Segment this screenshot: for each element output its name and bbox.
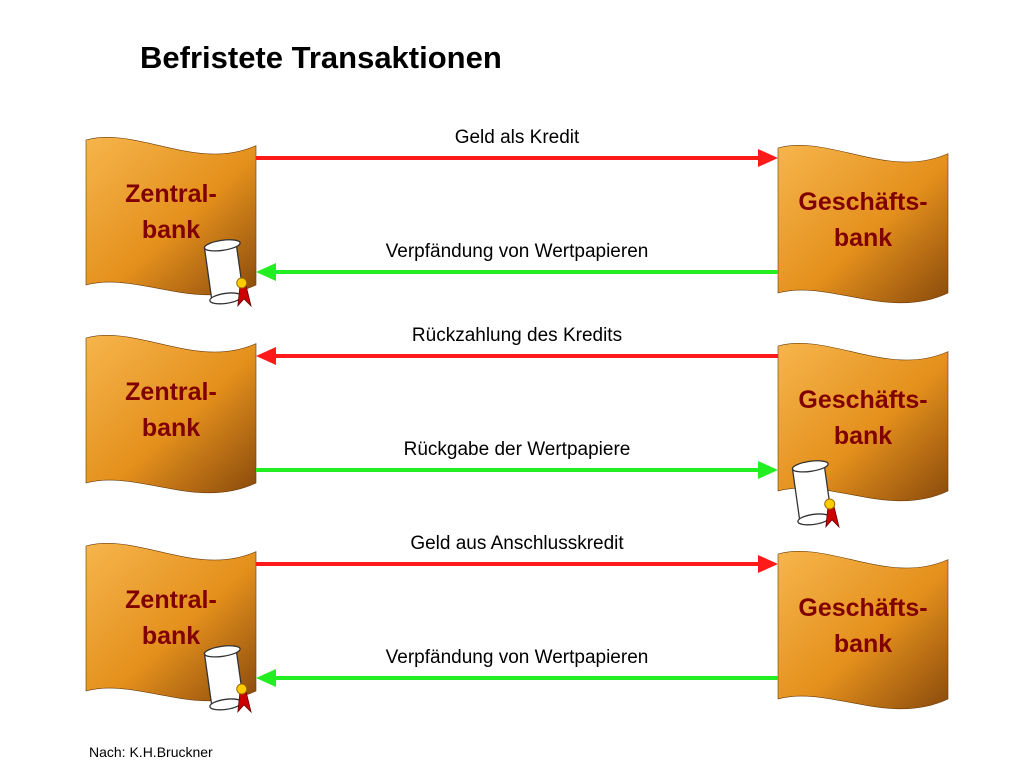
geschaeftsbank-flag-label-line: Geschäfts- (798, 386, 927, 414)
zentralbank-flag-label-line: bank (142, 414, 200, 442)
zentralbank-flag-label-line: Zentral- (125, 586, 217, 614)
money-arrow-label: Rückzahlung des Kredits (412, 325, 622, 346)
money-arrow-head (758, 555, 778, 573)
zentralbank-flag-label-line: Zentral- (125, 180, 217, 208)
securities-arrow-label: Rückgabe der Wertpapiere (404, 439, 631, 460)
securities-scroll-icon (203, 645, 252, 714)
securities-arrow-head (256, 263, 276, 281)
securities-scroll-icon (203, 239, 252, 308)
geschaeftsbank-flag-label-line: Geschäfts- (798, 188, 927, 216)
money-arrow: Geld als Kredit (256, 127, 778, 167)
geschaeftsbank-flag: Geschäfts-bank (777, 550, 949, 710)
geschaeftsbank-flag-shape (777, 144, 949, 304)
geschaeftsbank-flag-label-line: Geschäfts- (798, 594, 927, 622)
money-arrow-label: Geld aus Anschlusskredit (410, 533, 624, 554)
geschaeftsbank-flag-label-line: bank (834, 422, 892, 450)
geschaeftsbank-flag: Geschäfts-bank (777, 144, 949, 304)
securities-scroll-icon (791, 460, 840, 529)
zentralbank-flag-label-line: bank (142, 622, 200, 650)
securities-arrow-label: Verpfändung von Wertpapieren (386, 241, 649, 262)
source-note: Nach: K.H.Bruckner (89, 744, 213, 760)
securities-arrow: Verpfändung von Wertpapieren (256, 241, 778, 281)
securities-arrow-head (758, 461, 778, 479)
money-arrow: Rückzahlung des Kredits (256, 325, 778, 365)
zentralbank-flag-label-line: Zentral- (125, 378, 217, 406)
zentralbank-flag-label-line: bank (142, 216, 200, 244)
zentralbank-flag: Zentral-bank (85, 334, 257, 494)
securities-arrow-head (256, 669, 276, 687)
zentralbank-flag-shape (85, 334, 257, 494)
money-arrow: Geld aus Anschlusskredit (256, 533, 778, 573)
securities-arrow: Rückgabe der Wertpapiere (256, 439, 778, 479)
money-arrow-head (256, 347, 276, 365)
money-arrow-head (758, 149, 778, 167)
money-arrow-label: Geld als Kredit (455, 127, 580, 148)
geschaeftsbank-flag-label-line: bank (834, 224, 892, 252)
geschaeftsbank-flag-label-line: bank (834, 630, 892, 658)
securities-arrow: Verpfändung von Wertpapieren (256, 647, 778, 687)
securities-arrow-label: Verpfändung von Wertpapieren (386, 647, 649, 668)
slide-title: Befristete Transaktionen (140, 40, 502, 75)
geschaeftsbank-flag-shape (777, 550, 949, 710)
